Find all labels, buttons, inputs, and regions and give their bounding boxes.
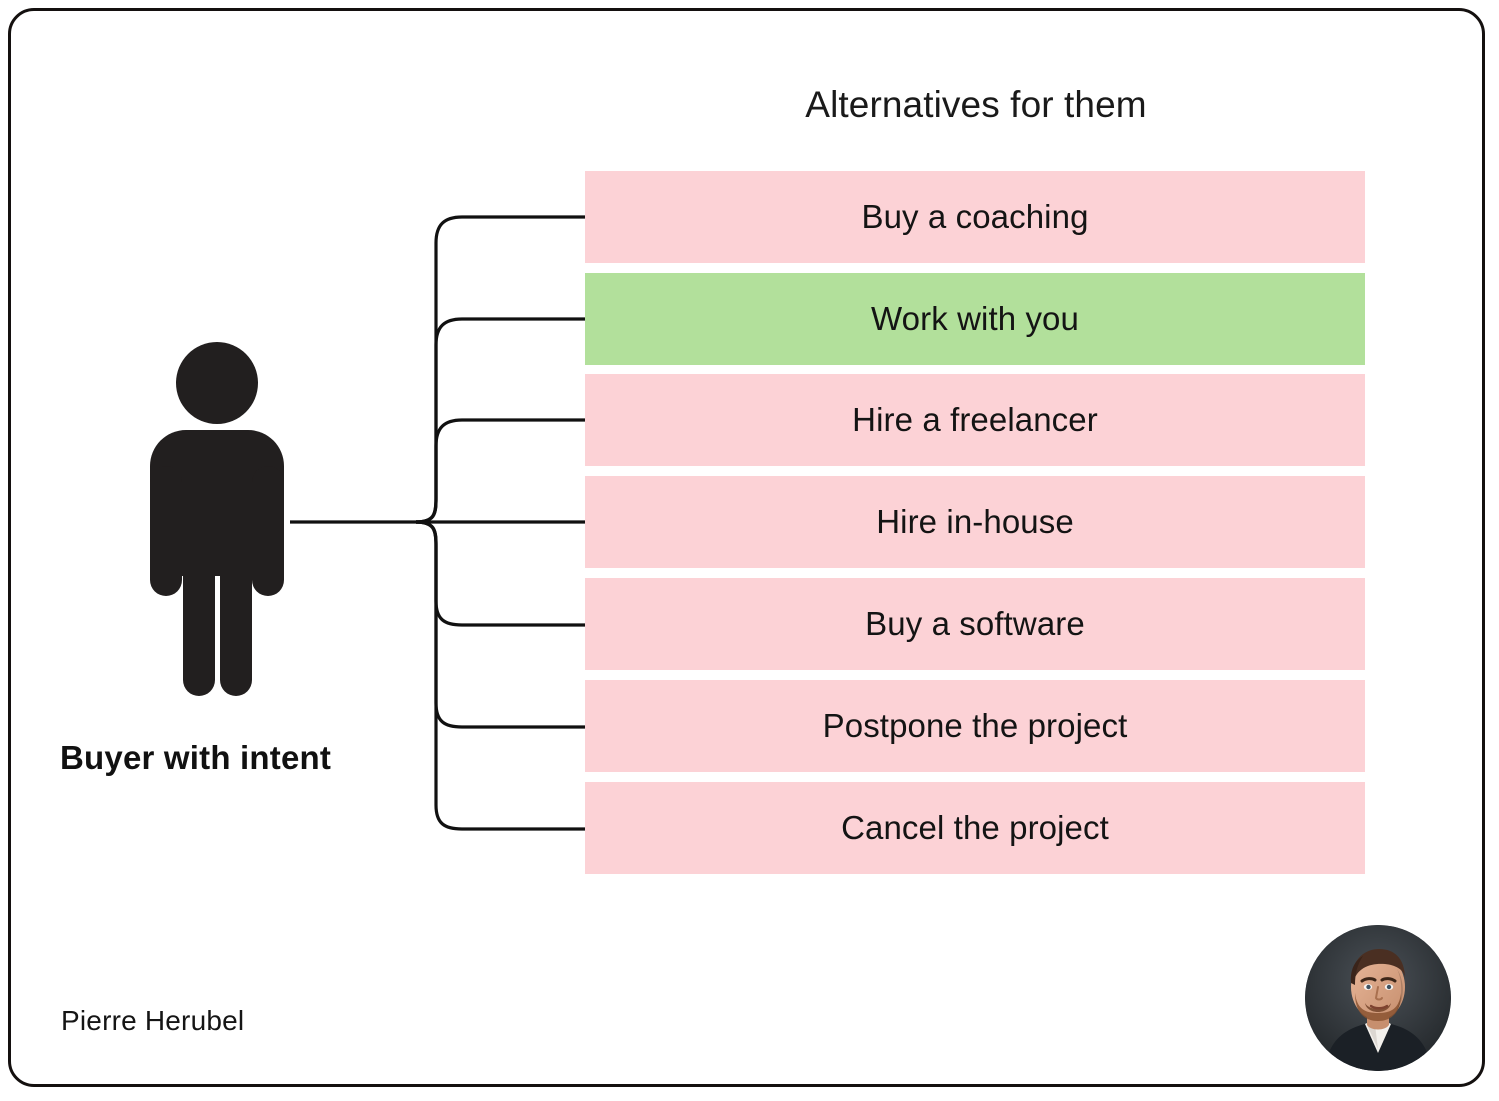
option-label: Postpone the project (822, 707, 1128, 744)
option-box-2[interactable]: Work with you (585, 273, 1365, 365)
option-label: Hire in-house (876, 503, 1074, 540)
option-box-5[interactable]: Buy a software (585, 578, 1365, 670)
option-box-7[interactable]: Cancel the project (585, 782, 1365, 874)
persona-label: Buyer with intent (60, 739, 332, 776)
option-box-6[interactable]: Postpone the project (585, 680, 1365, 772)
option-label: Cancel the project (841, 809, 1109, 846)
option-label: Buy a coaching (861, 198, 1089, 235)
option-label: Work with you (871, 300, 1079, 337)
option-box-1[interactable]: Buy a coaching (585, 171, 1365, 263)
person-icon (140, 336, 320, 706)
option-box-4[interactable]: Hire in-house (585, 476, 1365, 568)
page-title: Alternatives for them (805, 84, 1147, 125)
option-label: Hire a freelancer (852, 401, 1098, 438)
author-avatar (1305, 925, 1451, 1071)
option-label: Buy a software (865, 605, 1085, 642)
option-box-3[interactable]: Hire a freelancer (585, 374, 1365, 466)
alternatives-list: Buy a coaching Work with you Hire a free… (585, 171, 1365, 874)
author-name: Pierre Herubel (61, 1005, 245, 1036)
